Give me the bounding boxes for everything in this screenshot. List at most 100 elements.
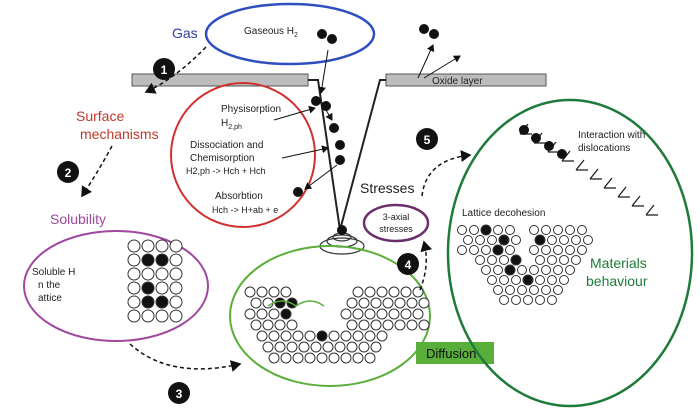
solubility-to-diffusion-arrow: [129, 343, 242, 372]
decohesion-atom: [493, 225, 503, 235]
decohesion-atom: [469, 225, 479, 235]
diffusion-atom: [262, 341, 274, 353]
decohesion-atom: [529, 265, 539, 275]
dislocation-line: [617, 186, 627, 198]
diffusion-atom: [268, 308, 280, 320]
diffusion-atom: [376, 286, 388, 298]
step-3-number: 3: [176, 387, 183, 401]
lattice-atom: [141, 295, 155, 309]
materials-line2: behaviour: [586, 273, 648, 289]
decohesion-atom: [541, 225, 551, 235]
diffusion-to-stresses-arrow: [419, 240, 433, 291]
lattice-atom: [155, 239, 169, 253]
dislocation-line: [603, 177, 613, 189]
lattice-atom: [169, 295, 183, 309]
decohesion-atom: [457, 245, 467, 255]
decohesion-atom: [463, 235, 473, 245]
decohesion-atom: [505, 285, 515, 295]
decohesion-atom: [523, 295, 533, 305]
decohesion-atom: [475, 255, 485, 265]
diffusion-atom: [328, 352, 340, 364]
surface-circle: [170, 82, 316, 228]
lattice-atom: [169, 281, 183, 295]
diffusion-atom: [382, 319, 394, 331]
diffusion-atom: [268, 330, 280, 342]
surface-to-solubility-arrow: [81, 145, 113, 198]
diffusion-atom: [406, 297, 418, 309]
diffusion-atom: [250, 297, 262, 309]
diffusion-atom: [394, 297, 406, 309]
lattice-atom: [127, 281, 141, 295]
dislocation-row: [519, 123, 658, 216]
chemisorption-label: Chemisorption: [190, 153, 254, 164]
diffusion-atom: [364, 330, 376, 342]
diffusion-atom: [346, 341, 358, 353]
diffusion-atom: [304, 330, 316, 342]
lattice-atom: [141, 309, 155, 323]
decohesion-atom: [534, 234, 546, 246]
lattice-atom: [155, 253, 169, 267]
decohesion-atom: [469, 245, 479, 255]
dissociation-label: Dissociation and: [190, 140, 263, 151]
diffusion-atom: [256, 286, 268, 298]
diffusion-atom: [394, 319, 406, 331]
diffusion-atom: [340, 308, 352, 320]
diffusion-atom: [370, 319, 382, 331]
dissociation-arrow: [281, 145, 329, 159]
diffusion-atom: [352, 308, 364, 320]
diffusion-atom: [364, 308, 376, 320]
gas-molecules: [293, 24, 439, 197]
lattice-atom: [169, 239, 183, 253]
step-5-badge: [416, 128, 438, 150]
decohesion-atom: [547, 235, 557, 245]
diffusion-atom: [298, 341, 310, 353]
diffusion-atom: [412, 286, 424, 298]
step-2-badge: [57, 161, 79, 183]
step-5-number: 5: [424, 133, 431, 147]
decohesion-atom: [541, 245, 551, 255]
decohesion-atom: [505, 225, 515, 235]
absorption-label: Absorbtion: [215, 191, 263, 202]
diffusion-atom: [304, 352, 316, 364]
decohesion-atom: [571, 255, 581, 265]
decohesion-atom: [481, 245, 491, 255]
diffusion-atom: [316, 352, 328, 364]
decohesion-atom: [504, 264, 516, 276]
decohesion-atom: [522, 274, 534, 286]
diffusion-atom: [280, 308, 292, 320]
materials-circle: [446, 98, 694, 408]
decohesion-atom: [499, 255, 509, 265]
diffusion-path: [267, 300, 297, 307]
diffusion-atom: [250, 319, 262, 331]
stresses-label: Stresses: [360, 180, 414, 196]
diffusion-atom: [268, 286, 280, 298]
diffusion-atom: [322, 341, 334, 353]
diffusion-path: [295, 300, 325, 307]
chain-arrow-1: [325, 109, 333, 121]
triaxial-line1: 3-axial: [383, 212, 410, 222]
lattice-atom: [127, 309, 141, 323]
step-1-number: 1: [161, 63, 168, 77]
dislocation-atom: [544, 141, 554, 151]
diffusion-atom: [376, 308, 388, 320]
dissociation-formula: H2,ph -> Hch + Hch: [186, 166, 266, 176]
decohesion-atom: [499, 275, 509, 285]
diffusion-atom: [274, 341, 286, 353]
diffusion-atom: [316, 330, 328, 342]
decohesion-atom: [577, 225, 587, 235]
step-4-badge: [397, 253, 419, 275]
absorption-arrow: [304, 164, 338, 190]
physisorption-arrow: [273, 105, 316, 121]
diffusion-atom: [382, 297, 394, 309]
desorption-arrow-2: [423, 55, 461, 79]
decohesion-atom: [480, 224, 492, 236]
interaction-line1: Interaction with: [578, 130, 645, 141]
diffusion-atom: [256, 308, 268, 320]
triaxial-line2: stresses: [379, 224, 413, 234]
lattice-atom: [127, 267, 141, 281]
dislocation-line: [631, 195, 641, 207]
physisorption-formula: H2,ph: [221, 118, 242, 131]
diffusion-atom: [286, 341, 298, 353]
